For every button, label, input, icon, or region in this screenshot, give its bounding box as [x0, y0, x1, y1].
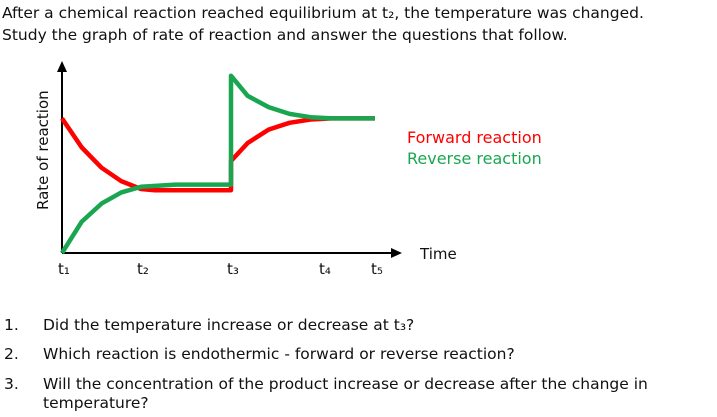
x-tick-label: t₁: [58, 260, 70, 278]
question-1-text: Did the temperature increase or decrease…: [43, 316, 415, 334]
question-1-number: 1.: [4, 316, 19, 334]
intro-line-1: After a chemical reaction reached equili…: [2, 4, 644, 22]
legend-forward-reaction: Forward reaction: [407, 128, 542, 147]
question-3-number: 3.: [4, 375, 19, 393]
x-axis-title: Time: [419, 245, 457, 263]
x-tick-label: t₄: [319, 260, 331, 278]
legend-reverse-reaction: Reverse reaction: [407, 149, 542, 168]
chart-axes: [57, 61, 402, 258]
question-2-number: 2.: [4, 345, 19, 363]
question-2-text: Which reaction is endothermic - forward …: [43, 345, 515, 363]
x-tick-label: t₂: [137, 260, 149, 278]
question-3-text: Will the concentration of the product in…: [43, 375, 648, 412]
y-axis-title: Rate of reaction: [34, 90, 52, 210]
x-tick-label: t₅: [371, 260, 383, 278]
series-line-forward: [60, 116, 375, 193]
x-tick-label: t₃: [227, 260, 239, 278]
x-axis-arrow: [391, 248, 402, 258]
series-line-reverse: [60, 73, 375, 255]
intro-line-2: Study the graph of rate of reaction and …: [2, 26, 568, 44]
y-axis-arrow: [57, 61, 67, 72]
chart-series: [60, 73, 375, 255]
intro-text: After a chemical reaction reached equili…: [2, 2, 716, 46]
